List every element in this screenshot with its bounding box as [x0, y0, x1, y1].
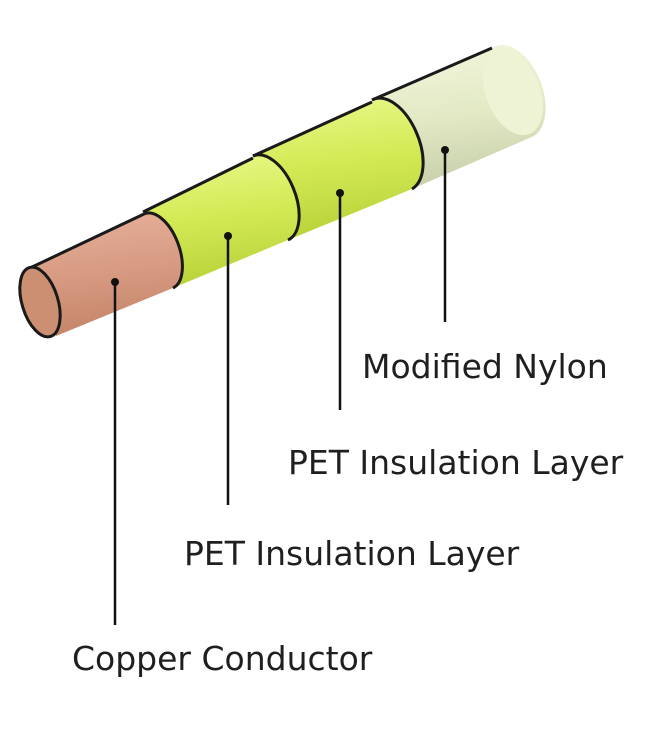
leader-lines — [111, 146, 449, 625]
label-pet-inner: PET Insulation Layer — [184, 534, 520, 573]
label-pet-outer: PET Insulation Layer — [288, 443, 624, 482]
label-copper-conductor: Copper Conductor — [72, 639, 373, 678]
leader-modified-nylon — [441, 146, 449, 322]
leader-copper — [111, 278, 119, 625]
copper-conductor — [18, 211, 184, 339]
leader-pet-inner — [224, 232, 232, 505]
copper-end-face — [18, 265, 62, 339]
label-modified-nylon: Modified Nylon — [362, 347, 608, 386]
leader-pet-outer — [336, 189, 344, 410]
